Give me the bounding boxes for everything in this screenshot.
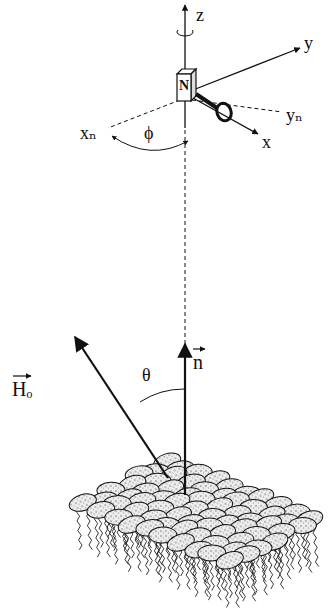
lipid-tail [192, 554, 198, 597]
field-vector [75, 337, 168, 478]
lipid-head [214, 548, 246, 572]
no-bond [196, 94, 217, 108]
axis-label: z [196, 6, 204, 24]
theta-arc [140, 389, 184, 402]
lipid-tail [143, 532, 149, 575]
axis-label: y [304, 34, 313, 52]
rotation-mark [177, 30, 193, 36]
lipid-membrane [67, 450, 325, 608]
z-axis [184, 5, 185, 128]
lipid-tail [76, 507, 82, 550]
lipid-tail [305, 529, 312, 572]
label-box [177, 74, 191, 101]
y-axis [193, 48, 300, 90]
lipid-tail [112, 521, 118, 564]
lipid-tail [223, 564, 229, 607]
drop-line [185, 130, 186, 345]
label-box-side [191, 69, 196, 101]
vector-mark [13, 375, 31, 376]
lipid-tail [240, 558, 246, 601]
vector-label: n [193, 352, 203, 372]
angle-label: θ [142, 366, 151, 384]
normal-vector [184, 344, 186, 495]
vector-mark [193, 348, 205, 349]
axis-label: yₙ [286, 106, 303, 124]
axis-label: x [262, 133, 271, 151]
lipid-tail [174, 546, 180, 589]
lipid-tail [205, 557, 211, 600]
lipid-tail [156, 539, 162, 582]
x-axis [193, 98, 258, 134]
lipid-tail [94, 514, 100, 557]
oxygen-ring [214, 101, 233, 123]
angle-label: ϕ [144, 124, 153, 142]
lipid-tail [249, 558, 256, 601]
axis-label: xₙ [80, 124, 97, 142]
atom-label: N [179, 79, 189, 93]
lipid-tail [277, 546, 284, 589]
vector-label: Hₒ [12, 379, 32, 399]
lipid-tail [261, 552, 268, 595]
lipid-tail [233, 564, 240, 607]
lipid-tail [125, 528, 131, 571]
lipid-tail [296, 529, 302, 572]
